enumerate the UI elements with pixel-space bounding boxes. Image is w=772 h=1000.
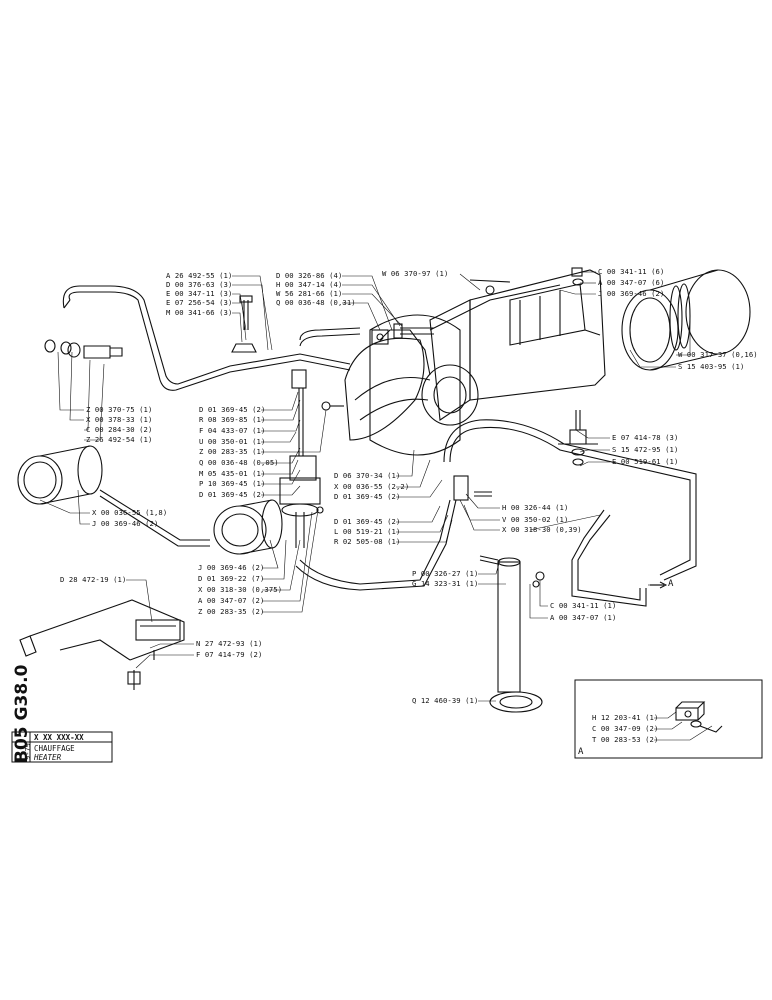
part-label: E 07 256-54 (3) (166, 298, 233, 307)
part-label: M 05 435-01 (1) (199, 469, 266, 478)
part-label: R 08 369-85 (1) (199, 415, 266, 424)
part-label: A 00 347-07 (6) (598, 278, 665, 287)
part-label: R 02 505-08 (1) (334, 537, 401, 546)
part-label: Z 00 283-35 (2) (198, 607, 265, 616)
part-label: D 01 369-45 (2) (199, 490, 266, 499)
detail-ref-a-inset: A (578, 747, 584, 757)
part-label: H 12 203-41 (1) (592, 713, 659, 722)
part-label: N 27 472-93 (1) (196, 639, 263, 648)
part-label: C 00 347-09 (2) (592, 724, 659, 733)
detail-ref-a-callout: A (668, 579, 674, 589)
part-label: Q 00 036-48 (0,05) (199, 458, 279, 467)
small-fittings (44, 267, 598, 501)
part-label: T 00 283-53 (2) (592, 735, 659, 744)
part-label: S 15 472-95 (1) (612, 445, 679, 454)
sheet-date: 9-79 (24, 743, 32, 760)
title-english: HEATER (34, 753, 62, 762)
part-label: V 00 350-02 (1) (502, 515, 569, 524)
part-label: X 00 378-33 (1) (86, 415, 153, 424)
electrical-switch (19, 599, 185, 690)
valve-assembly (279, 369, 344, 548)
part-label: E 00 347-11 (3) (166, 289, 233, 298)
part-label: F 04 433-07 (1) (199, 426, 266, 435)
part-label: F 07 414-79 (2) (196, 650, 263, 659)
part-label: Q 00 036-48 (0,31) (276, 298, 356, 307)
title-block (11, 731, 113, 763)
part-label: J 00 369-46 (2) (92, 519, 159, 528)
part-label: C 00 341-11 (6) (598, 267, 665, 276)
part-label: C 00 284-30 (2) (86, 425, 153, 434)
part-label: X 00 318-30 (0,375) (198, 585, 283, 594)
part-label: A 00 347-07 (1) (550, 613, 617, 622)
part-label: Q 12 460-39 (1) (412, 696, 479, 705)
part-label: A 26 492-55 (1) (166, 271, 233, 280)
part-label: D 28 472-19 (1) (60, 575, 127, 584)
part-label: H 00 347-14 (4) (276, 280, 343, 289)
part-label: P 00 326-27 (1) (412, 569, 479, 578)
part-label: J 00 369-46 (2) (198, 563, 265, 572)
part-label: A 00 347-07 (2) (198, 596, 265, 605)
heater-pipes (62, 285, 697, 607)
part-label: Z 00 283-35 (1) (199, 447, 266, 456)
part-label: P 10 369-45 (1) (199, 479, 266, 488)
part-label: D 01 369-45 (2) (199, 405, 266, 414)
heater-unit (344, 269, 606, 456)
part-label: E 07 414-78 (3) (612, 433, 679, 442)
part-label: Z 26 492-54 (1) (86, 435, 153, 444)
part-label: M 00 341-66 (3) (166, 308, 233, 317)
detail-inset-frame (574, 679, 763, 759)
part-label: W 00 317-37 (0,16) (678, 350, 758, 359)
hose-clamp-left (17, 445, 283, 555)
part-label: H 00 326-44 (1) (502, 503, 569, 512)
part-label: E 00 519-61 (1) (612, 457, 679, 466)
part-label: D 00 376-63 (3) (166, 280, 233, 289)
part-label: X 00 036-55 (2,2) (334, 482, 410, 491)
part-number-box: X XX XXX-XX (34, 733, 84, 742)
part-label: D 01 369-45 (2) (334, 492, 401, 501)
air-intake-hose (621, 269, 751, 371)
part-label: W 56 281-66 (1) (276, 289, 343, 298)
part-label: W 06 370-97 (1) (382, 269, 449, 278)
part-label: G 14 323-31 (1) (412, 579, 479, 588)
part-label: D 01 369-22 (7) (198, 574, 265, 583)
part-label: D 01 369-45 (2) (334, 517, 401, 526)
part-label: S 15 403-95 (1) (678, 362, 745, 371)
part-label: C 00 341-11 (1) (550, 601, 617, 610)
detail-bracket (675, 701, 723, 733)
part-label: Z 00 370-75 (1) (86, 405, 153, 414)
title-french: CHAUFFAGE (34, 744, 75, 753)
part-label: L 00 519-21 (1) (334, 527, 401, 536)
part-label: J 00 369-46 (2) (598, 289, 665, 298)
part-label: U 00 350-01 (1) (199, 437, 266, 446)
part-label: D 06 370-34 (1) (334, 471, 401, 480)
part-label: D 00 326-86 (4) (276, 271, 343, 280)
part-label: X 00 036-55 (1,8) (92, 508, 168, 517)
part-label: X 00 318-30 (0,39) (502, 525, 582, 534)
support-column (479, 555, 545, 713)
